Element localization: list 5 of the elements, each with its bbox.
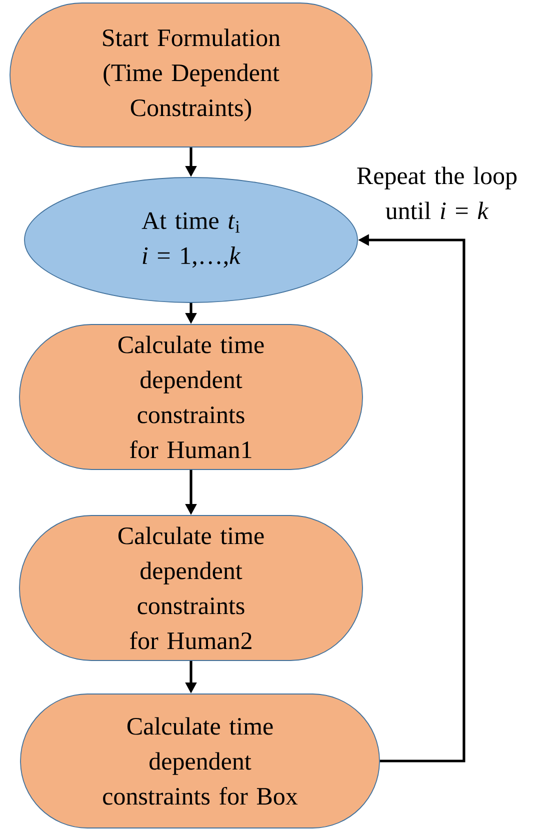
edge-label: Repeat the loop until i = k — [357, 166, 517, 220]
process-terminal: Start Formulation (Time Dependent Constraints) — [10, 2, 372, 148]
process-terminal: Calculate time dependent constraints for Human2 — [19, 515, 363, 661]
process-terminal: Calculate time dependent constraints for Human1 — [19, 324, 363, 470]
process-terminal: Calculate time dependent constraints for Box — [20, 694, 380, 828]
